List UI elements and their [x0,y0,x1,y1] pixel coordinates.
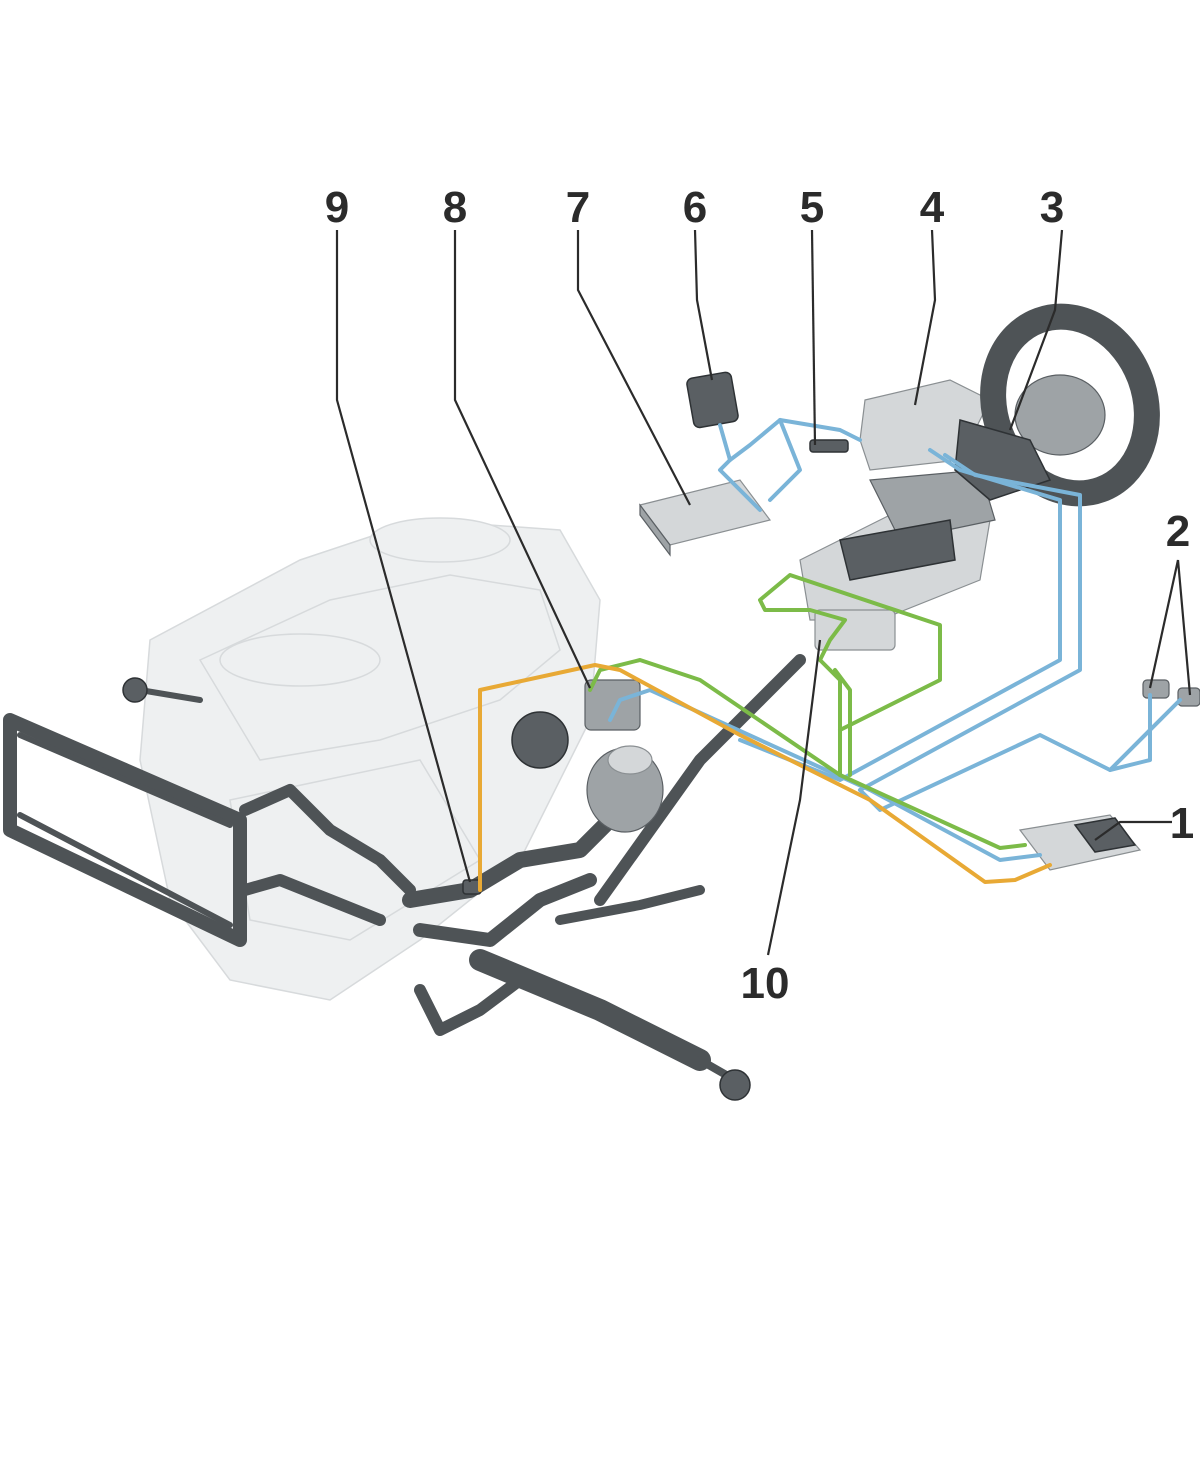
wire-blue-4 [738,448,1062,782]
leader-10 [766,639,822,956]
leader-1 [1094,820,1172,841]
power-steering-pump [511,679,664,833]
wiring-green [588,573,1027,850]
component-5 [809,439,849,453]
wire-blue-7 [1108,698,1182,772]
wire-blue-3 [768,418,802,502]
steering-rack [122,677,751,1101]
callout-1: 1 [1170,799,1194,848]
steering-wheel [954,303,1160,507]
wire-blue-1 [718,418,862,462]
steering-column [799,469,996,651]
wire-blue-2 [718,458,762,512]
wire-green-2 [758,573,942,777]
callout-8: 8 [443,183,467,232]
hydraulic-hoses [402,812,618,1036]
leader-3 [1008,229,1064,431]
wire-blue-5 [858,453,1082,792]
leader-2b [1176,559,1192,696]
callout-labels: 9 8 7 6 5 4 3 2 1 10 [325,183,1194,1008]
callout-9: 9 [325,183,349,232]
callout-5: 5 [800,183,824,232]
callout-4: 4 [920,183,945,232]
wire-orange-1 [478,663,1052,892]
leader-6 [693,229,714,381]
leader-7 [576,230,691,506]
wiring-orange [478,663,1052,892]
callout-10: 10 [741,959,790,1008]
sensor-6 [686,371,739,429]
callout-3: 3 [1040,183,1064,232]
leader-2a [1148,559,1180,689]
component-1 [1018,814,1142,871]
callout-6: 6 [683,183,707,232]
wire-blue-8 [608,688,1042,862]
leader-8 [453,230,591,689]
leader-4 [913,229,937,406]
callout-7: 7 [566,183,590,232]
wire-green-1 [588,658,1027,850]
control-unit-7 [638,479,772,557]
leader-lines [335,229,1192,956]
intermediate-steering-shaft [594,654,806,906]
callout-2: 2 [1166,507,1190,556]
wire-green-3 [833,668,852,777]
radiator-frame [3,713,416,947]
leader-5 [810,229,817,446]
leader-9 [335,230,472,883]
